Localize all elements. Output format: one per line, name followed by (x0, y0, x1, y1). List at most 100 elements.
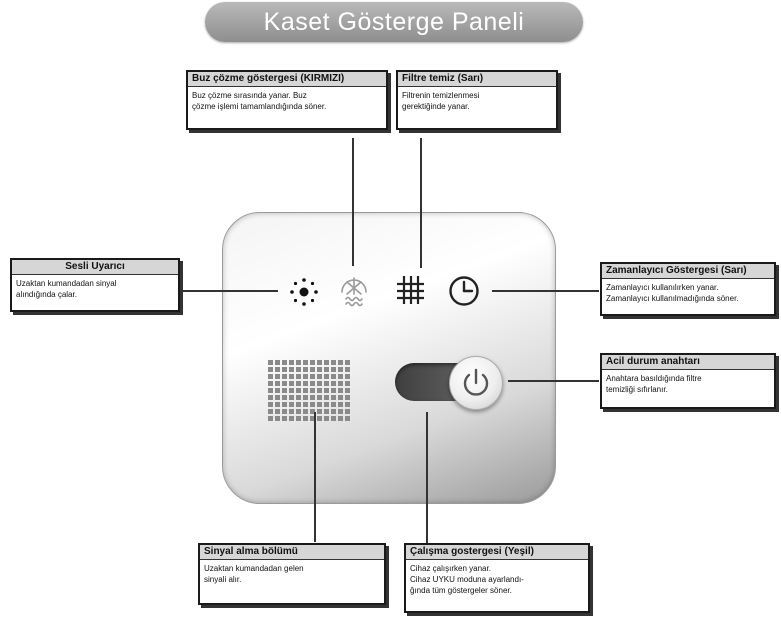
signal-receiver-dot (324, 395, 329, 400)
signal-receiver-dot (338, 367, 343, 372)
signal-receiver-dot (317, 402, 322, 407)
signal-receiver-dot (324, 367, 329, 372)
signal-receiver-dot (317, 416, 322, 421)
signal-receiver-dot (310, 395, 315, 400)
signal-receiver-dot (345, 409, 350, 414)
signal-receiver-dot (324, 416, 329, 421)
signal-receiver-dot (345, 374, 350, 379)
signal-receiver-dot (310, 402, 315, 407)
signal-receiver-dot (275, 416, 280, 421)
callout-operation-text: Cihaz çalışırken yanar. Cihaz UYKU modun… (410, 564, 524, 595)
signal-receiver-dot (331, 409, 336, 414)
emergency-switch-button[interactable] (449, 356, 503, 410)
callout-signal-heading: Sinyal alma bölümü (200, 545, 384, 560)
callout-timer: Zamanlayıcı Göstergesi (Sarı) Zamanlayıc… (600, 262, 776, 316)
signal-receiver-dot (303, 402, 308, 407)
signal-receiver-dot (324, 360, 329, 365)
signal-receiver-dot (282, 402, 287, 407)
callout-signal-text: Uzaktan kumandadan gelen sinyali alır. (204, 564, 304, 584)
signal-receiver-dot (331, 360, 336, 365)
signal-receiver-dot (345, 395, 350, 400)
signal-receiver-dot (268, 360, 273, 365)
signal-receiver-dot (275, 402, 280, 407)
signal-receiver-dot (324, 381, 329, 386)
defrost-icon (341, 277, 367, 307)
signal-receiver-dot (303, 409, 308, 414)
callout-emergency-heading: Acil durum anahtarı (602, 355, 774, 370)
signal-receiver-dot (289, 416, 294, 421)
signal-receiver-dot (296, 367, 301, 372)
signal-receiver-dot (345, 381, 350, 386)
signal-receiver-dot (303, 395, 308, 400)
signal-receiver-dot (296, 388, 301, 393)
signal-receiver-dot (324, 388, 329, 393)
signal-receiver-dot (317, 381, 322, 386)
clock-icon (449, 276, 479, 306)
leader-line-operation (426, 412, 428, 543)
signal-receiver-dot (268, 402, 273, 407)
signal-receiver-dot (296, 360, 301, 365)
signal-receiver-dot (303, 367, 308, 372)
signal-receiver-dot (317, 374, 322, 379)
signal-receiver-dot (289, 388, 294, 393)
signal-receiver-dot (317, 395, 322, 400)
signal-receiver-dot (345, 416, 350, 421)
signal-receiver-dot (282, 416, 287, 421)
signal-receiver-dot (282, 409, 287, 414)
signal-receiver-dot (268, 409, 273, 414)
signal-receiver-dot (275, 381, 280, 386)
leader-line-signal (314, 412, 316, 542)
signal-receiver-dot (296, 374, 301, 379)
signal-receiver-dot (303, 381, 308, 386)
signal-receiver-dot (275, 360, 280, 365)
signal-receiver-dot (310, 381, 315, 386)
signal-receiver-dot (317, 360, 322, 365)
signal-receiver-dot (282, 360, 287, 365)
signal-receiver-dot (317, 388, 322, 393)
signal-receiver-dot (303, 374, 308, 379)
signal-receiver-dot (303, 388, 308, 393)
signal-receiver-dot (338, 381, 343, 386)
signal-receiver-dot (275, 409, 280, 414)
signal-receiver-dot (310, 360, 315, 365)
signal-receiver-dot (289, 360, 294, 365)
panel-title-banner: Kaset Gösterge Paneli (205, 2, 583, 42)
signal-receiver-dot (317, 409, 322, 414)
signal-receiver-dot (338, 402, 343, 407)
callout-defrost-text: Buz çözme sırasında yanar. Buz çözme işl… (192, 91, 327, 111)
leader-line-timer (492, 290, 599, 292)
signal-receiver-dot (345, 360, 350, 365)
buzzer-icon (290, 278, 318, 306)
filter-grid-icon (397, 276, 424, 304)
signal-receiver-dot (282, 367, 287, 372)
signal-receiver-dot (345, 367, 350, 372)
callout-filter-heading: Filtre temiz (Sarı) (398, 72, 556, 87)
signal-receiver-dot (345, 388, 350, 393)
callout-filter-text: Filtrenin temizlenmesi gerektiğinde yana… (402, 91, 480, 111)
signal-receiver-dot (296, 409, 301, 414)
leader-line-buzzer (178, 290, 278, 292)
signal-receiver-dot (275, 388, 280, 393)
leader-line-filter (420, 138, 422, 268)
signal-receiver-dot (289, 367, 294, 372)
signal-receiver-dot (331, 395, 336, 400)
signal-receiver-dot (289, 409, 294, 414)
signal-receiver-dot (338, 388, 343, 393)
signal-receiver-dot (338, 360, 343, 365)
signal-receiver-dot (310, 388, 315, 393)
signal-receiver-dot (296, 395, 301, 400)
signal-receiver-dot (289, 395, 294, 400)
signal-receiver-dot (268, 388, 273, 393)
signal-receiver-dot (345, 402, 350, 407)
callout-emergency: Acil durum anahtarı Anahtara basıldığınd… (600, 353, 776, 409)
signal-receiver-dot (282, 395, 287, 400)
signal-receiver-dot (268, 367, 273, 372)
leader-line-emergency (508, 380, 599, 382)
callout-emergency-text: Anahtara basıldığında filtre temizliği s… (606, 374, 702, 394)
callout-signal-receiver: Sinyal alma bölümü Uzaktan kumandadan ge… (198, 543, 386, 605)
signal-receiver-dot (275, 374, 280, 379)
signal-receiver-dot (282, 374, 287, 379)
callout-defrost-heading: Buz çözme göstergesi (KIRMIZI) (188, 72, 386, 87)
signal-receiver-dot (338, 409, 343, 414)
signal-receiver-dot (338, 416, 343, 421)
